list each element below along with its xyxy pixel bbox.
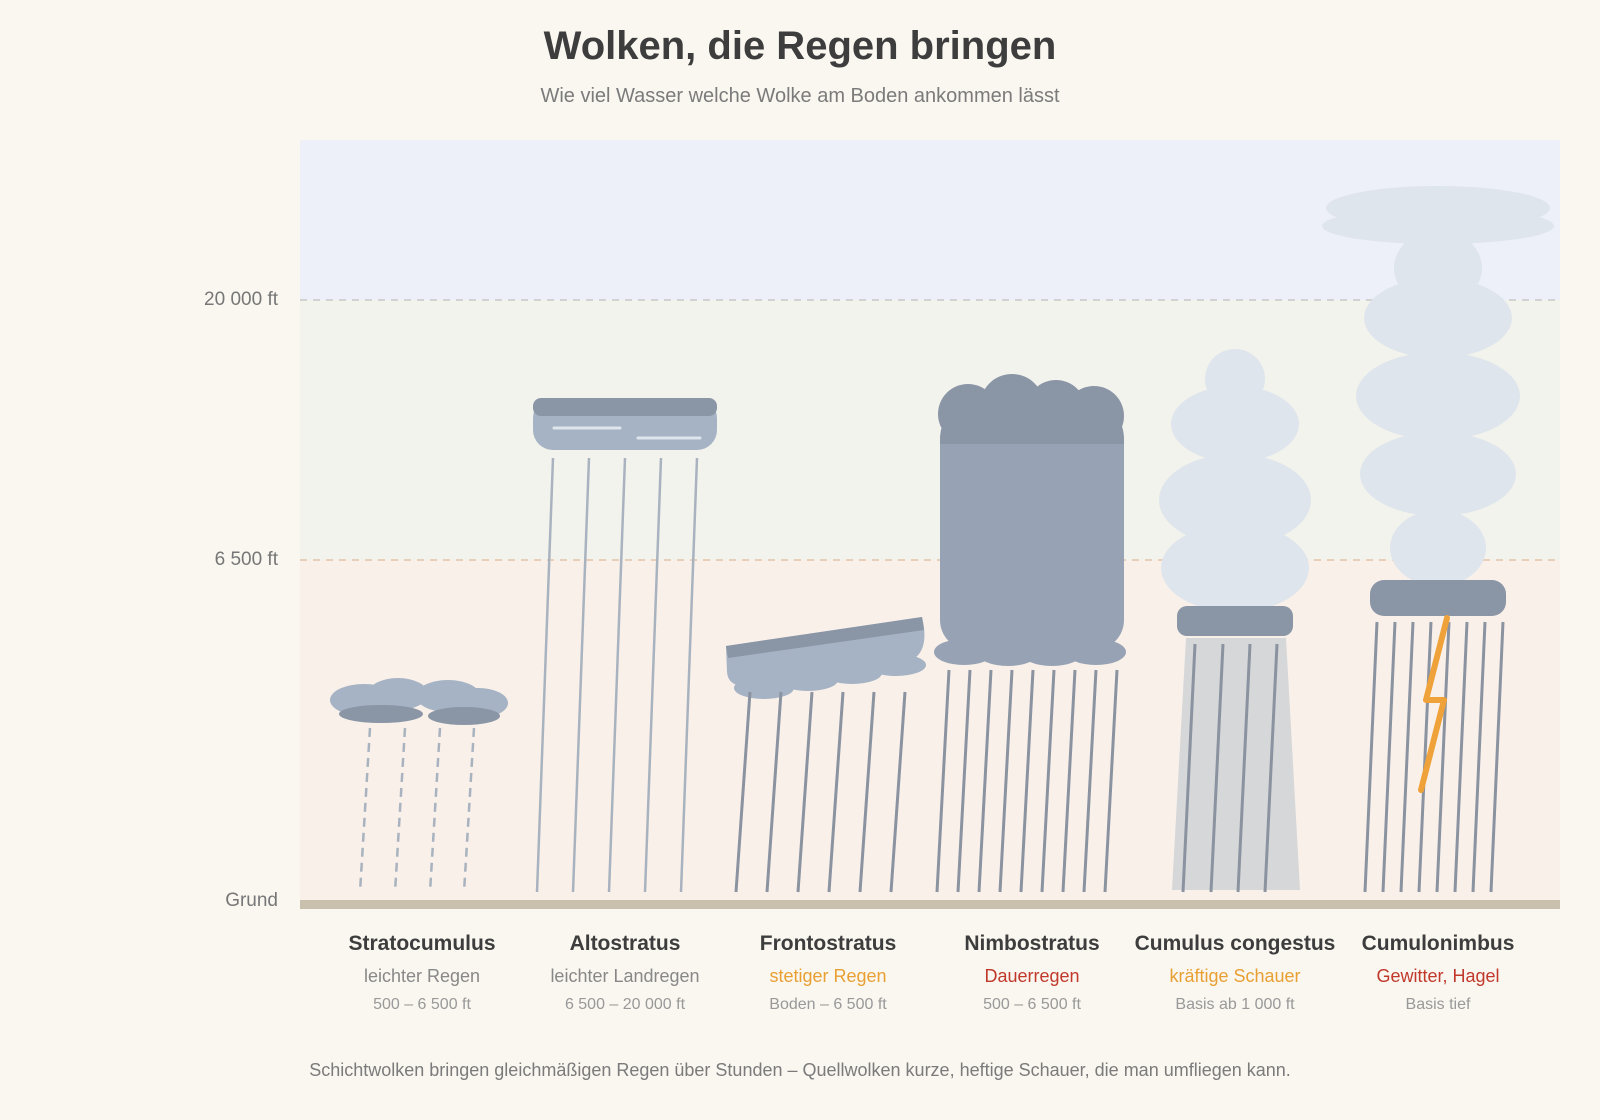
cumulus-congestus-rain: [1181, 643, 1279, 893]
cumulonimbus-cloud: [1322, 186, 1554, 616]
frontostratus-rain: [734, 691, 907, 893]
stratocumulus-cloud: [330, 678, 508, 725]
cloud-precipitation: kräftige Schauer: [1169, 966, 1301, 986]
axis-label-20000: 20 000 ft: [204, 289, 278, 310]
cloud-name: Stratocumulus: [348, 932, 496, 955]
altostratus-rain: [535, 457, 699, 893]
cloud-precipitation: leichter Landregen: [550, 966, 700, 986]
nimbostratus-cloud: [934, 374, 1126, 666]
band-low: [300, 560, 1560, 900]
ground-bar: [300, 900, 1560, 909]
page-title: Wolken, die Regen bringen: [543, 24, 1057, 68]
cloud-name: Cumulonimbus: [1361, 932, 1515, 955]
cumulus-congestus-cloud: [1159, 349, 1311, 890]
cloud-column: Stratocumulus leichter Regen 500 – 6 500…: [317, 932, 527, 1014]
nimbostratus-rain: [935, 669, 1119, 893]
cloud-column: Nimbostratus Dauerregen 500 – 6 500 ft: [927, 932, 1137, 1014]
axis-label-ground: Grund: [225, 890, 278, 911]
footer-note: Schichtwolken bringen gleichmäßigen Rege…: [309, 1060, 1291, 1080]
cloud-altitude: 6 500 – 20 000 ft: [564, 996, 686, 1013]
cumulonimbus-rain: [1363, 621, 1505, 893]
cloud-altitude: Basis ab 1 000 ft: [1175, 996, 1295, 1013]
cloud-altitude: 500 – 6 500 ft: [983, 996, 1081, 1013]
cloud-precipitation: leichter Regen: [363, 966, 481, 986]
altostratus-cloud: [533, 398, 717, 450]
cloud-name: Altostratus: [569, 932, 681, 955]
cloud-altitude: Basis tief: [1405, 996, 1471, 1013]
cloud-name: Nimbostratus: [964, 932, 1100, 955]
cloud-name: Frontostratus: [759, 932, 897, 955]
cloud-altitude: 500 – 6 500 ft: [373, 996, 471, 1013]
stratocumulus-rain: [358, 727, 476, 893]
cloud-altitude: Boden – 6 500 ft: [769, 996, 887, 1013]
band-mid: [300, 300, 1560, 560]
lightning-bolt-icon: [1418, 615, 1450, 793]
cloud-name: Cumulus congestus: [1134, 932, 1336, 955]
axis-label-6500: 6 500 ft: [214, 549, 278, 570]
cloud-precipitation: Dauerregen: [984, 966, 1080, 986]
cloud-column: Altostratus leichter Landregen 6 500 – 2…: [520, 932, 730, 1014]
cloud-column: Cumulonimbus Gewitter, Hagel Basis tief: [1333, 932, 1543, 1014]
cloud-column: Cumulus congestus kräftige Schauer Basis…: [1130, 932, 1340, 1014]
cloud-precipitation: stetiger Regen: [769, 966, 887, 986]
cloud-precipitation: Gewitter, Hagel: [1376, 966, 1500, 986]
page-subtitle: Wie viel Wasser welche Wolke am Boden an…: [540, 85, 1060, 107]
cloud-column: Frontostratus stetiger Regen Boden – 6 5…: [723, 932, 933, 1014]
